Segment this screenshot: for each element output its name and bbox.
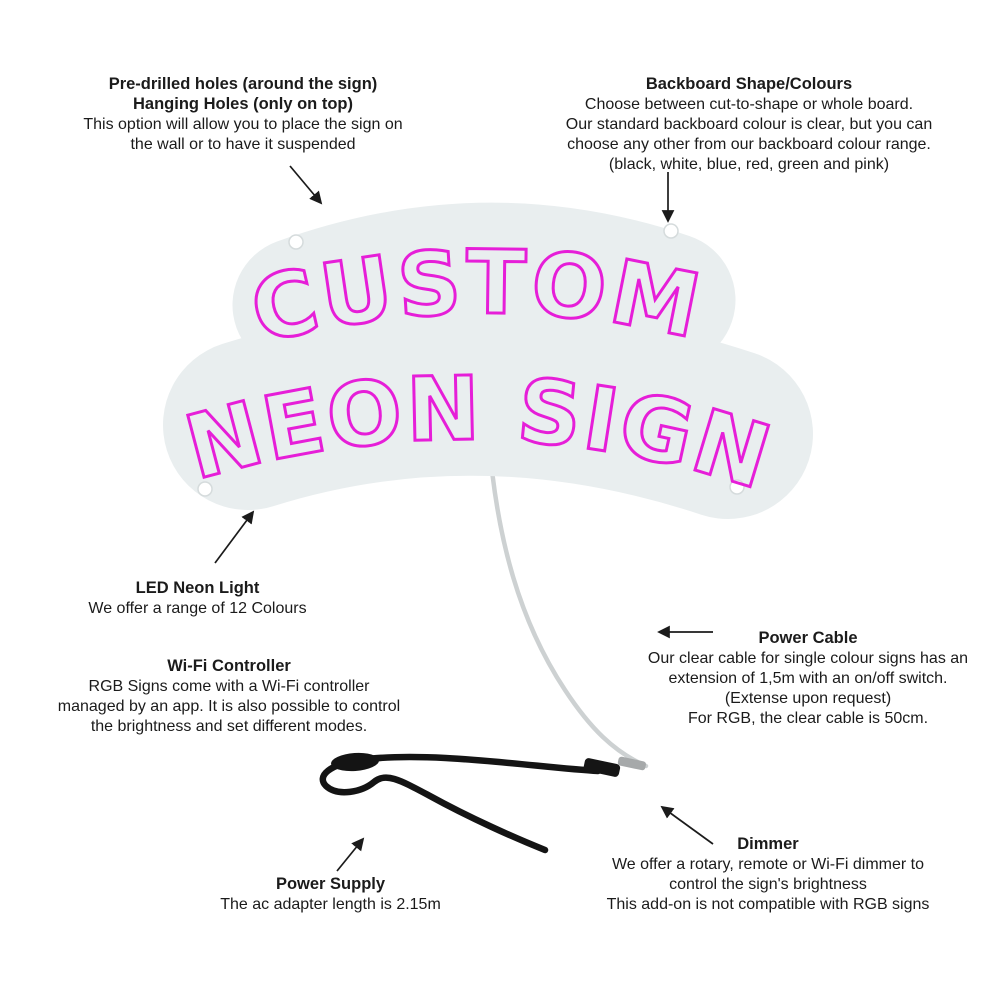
annotation-led-neon-light: LED Neon Light We offer a range of 12 Co…	[45, 578, 350, 619]
predrilled-hole-bottom-right	[729, 479, 745, 495]
annotation-predrilled-holes-body: This option will allow you to place the …	[83, 116, 403, 153]
annotation-dimmer-body: We offer a rotary, remote or Wi-Fi dimme…	[606, 856, 930, 913]
arrow-led-neon-light	[214, 510, 255, 564]
predrilled-hole-bottom-left	[197, 481, 213, 497]
annotation-backboard: Backboard Shape/Colours Choose between c…	[543, 74, 955, 175]
annotation-power-cable-body: Our clear cable for single colour signs …	[647, 650, 969, 727]
predrilled-hole-top-right	[663, 223, 679, 239]
annotation-backboard-title: Backboard Shape/Colours	[645, 75, 853, 93]
annotation-power-supply: Power Supply The ac adapter length is 2.…	[178, 874, 483, 915]
annotation-led-neon-light-body: We offer a range of 12 Colours	[88, 600, 307, 617]
predrilled-hole-top-left	[288, 234, 304, 250]
annotation-backboard-body: Choose between cut-to-shape or whole boa…	[565, 96, 933, 173]
annotation-led-neon-light-title: LED Neon Light	[135, 579, 260, 597]
inline-switch	[331, 752, 379, 772]
annotation-wifi-controller-title: Wi-Fi Controller	[167, 657, 291, 675]
clear-cable	[486, 437, 649, 769]
annotation-dimmer: Dimmer We offer a rotary, remote or Wi-F…	[582, 834, 954, 915]
annotation-power-cable: Power Cable Our clear cable for single c…	[622, 628, 994, 729]
annotation-power-cable-title: Power Cable	[758, 629, 858, 647]
sign-backboard-top	[232, 202, 736, 373]
annotation-dimmer-title: Dimmer	[737, 835, 799, 853]
power-supply-cable	[319, 753, 602, 854]
annotation-wifi-controller-body: RGB Signs come with a Wi-Fi controller m…	[57, 678, 401, 735]
sign-backboard-bottom	[163, 305, 813, 519]
arrow-power-supply	[336, 837, 365, 872]
arrow-predrilled-holes	[289, 165, 323, 205]
annotation-predrilled-holes: Pre-drilled holes (around the sign) Hang…	[58, 74, 428, 155]
annotation-predrilled-holes-title: Pre-drilled holes (around the sign) Hang…	[108, 75, 378, 113]
annotation-wifi-controller: Wi-Fi Controller RGB Signs come with a W…	[35, 656, 423, 737]
annotation-power-supply-title: Power Supply	[275, 875, 386, 893]
connector-plug	[583, 758, 621, 777]
connector-ferrule	[617, 756, 646, 771]
annotation-power-supply-body: The ac adapter length is 2.15m	[220, 896, 441, 913]
arrow-dimmer	[660, 805, 714, 845]
